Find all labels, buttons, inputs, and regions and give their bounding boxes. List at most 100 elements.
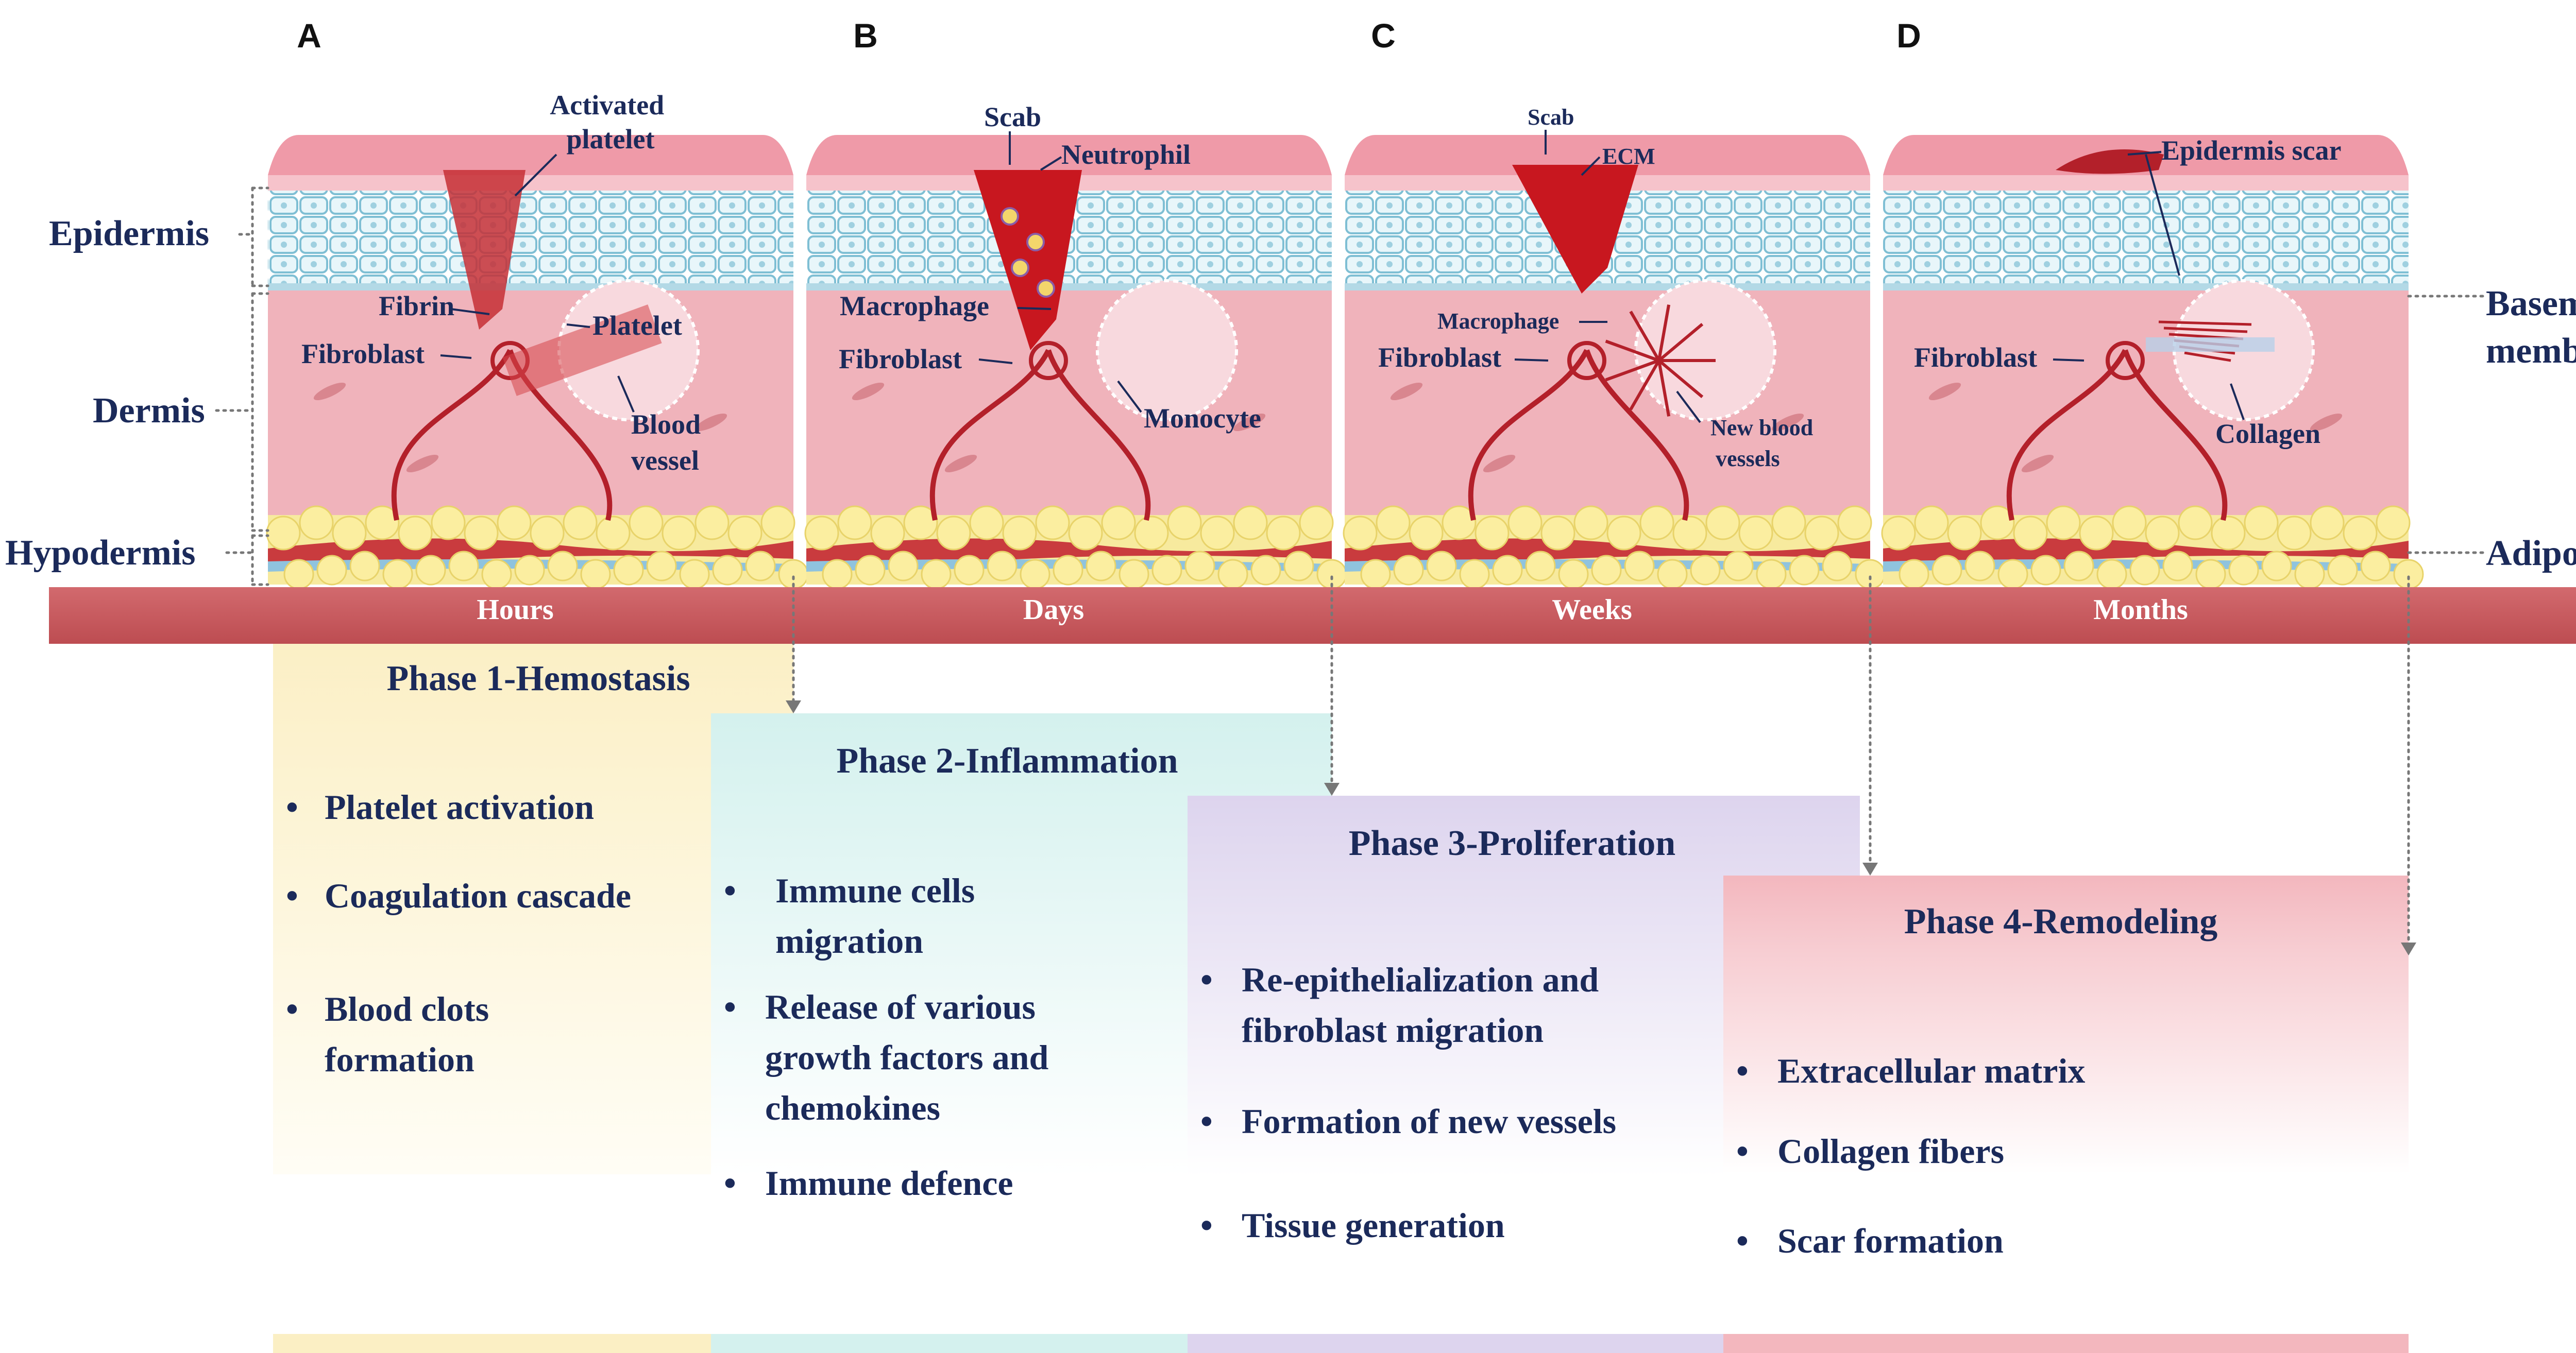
panel-d-callouts: Epidermis scar Fibroblast Collagen <box>1914 135 2341 449</box>
label-new-blood-vessels: New blood vessels <box>1710 415 1819 471</box>
adipocyte-cell <box>2343 516 2378 551</box>
bullet-marker: • <box>724 871 736 910</box>
adipocyte-cell <box>481 559 512 590</box>
adipocyte-cell <box>646 551 677 581</box>
label-fibroblast-b: Fibroblast <box>839 344 962 374</box>
new-vessel <box>1658 359 1704 399</box>
adipocyte-cell <box>464 516 499 551</box>
phase-4-box <box>1723 876 2409 1174</box>
adipocyte-cell <box>1343 516 1378 551</box>
dermal-vessel <box>1468 349 1589 521</box>
phase-1-bullet-1: Platelet activation <box>325 787 594 827</box>
adipocyte-cell <box>1657 559 1688 590</box>
adipocyte-cell <box>1525 551 1556 581</box>
adipocyte-cell <box>2360 551 2391 581</box>
bottom-strip-4 <box>1723 1334 2409 1353</box>
fibroblast-cell <box>944 455 977 472</box>
adipocyte-cell <box>2261 551 2292 581</box>
adipocyte-cell <box>2228 555 2259 586</box>
adipocyte-cell <box>1459 559 1490 590</box>
adipocyte-cell <box>497 505 532 540</box>
adipocyte-cell <box>1899 559 1929 590</box>
connector-arrowhead-4 <box>2401 943 2416 955</box>
adipocyte-cell <box>745 551 776 581</box>
adipocyte-cell <box>1606 516 1641 551</box>
adipocyte-cell <box>514 555 545 586</box>
label-neutrophil: Neutrophil <box>1061 139 1191 170</box>
panel-letter-b: B <box>853 16 878 55</box>
phase-1-box <box>273 628 793 1174</box>
adipocyte-cell <box>1558 559 1589 590</box>
adipocyte-cell <box>382 559 413 590</box>
adipocyte-cell <box>1053 555 1083 586</box>
phase-2-bullet-3: Immune defence <box>765 1163 1013 1203</box>
adipocyte-cell <box>1134 516 1169 551</box>
fibroblast-cell <box>406 455 439 472</box>
phase-boxes <box>273 628 2409 1353</box>
adipocyte-cell <box>2195 559 2226 590</box>
connector-arrowhead-1 <box>786 700 801 713</box>
adipocyte-cell <box>2079 516 2114 551</box>
adipocyte-cell <box>1914 505 1949 540</box>
phase-1-title: Phase 1-Hemostasis <box>386 659 690 698</box>
skin-surface-band <box>268 175 793 191</box>
adipocyte-cell <box>1672 516 1707 551</box>
adipocyte-cell <box>1299 505 1334 540</box>
adipocyte-cell <box>530 516 565 551</box>
adipocyte-cell <box>855 555 886 586</box>
fibroblast-cell <box>1483 455 1516 472</box>
adipocyte-cell <box>283 559 314 590</box>
epidermis-layer <box>1883 191 2409 288</box>
bullet-marker: • <box>1200 960 1213 999</box>
vessel-loop <box>1029 341 1068 380</box>
label-epidermis-scar: Epidermis scar <box>2161 135 2341 166</box>
adipocyte-cell <box>2327 555 2358 586</box>
adipocyte-cell <box>1151 555 1182 586</box>
adipocyte-cell <box>2244 505 2279 540</box>
timeline-arrow <box>49 587 2576 644</box>
bullet-marker: • <box>1200 1206 1213 1245</box>
adipocyte-cell <box>1167 505 1202 540</box>
phase-3-bullet-3: Tissue generation <box>1242 1206 1505 1245</box>
phase-2-bullet-2: Release of various growth factors and ch… <box>765 987 1057 1127</box>
adipocyte-cell <box>903 505 938 540</box>
label-platelet: Platelet <box>592 310 682 341</box>
phase-2-bullet-1: Immune cells migration <box>775 871 984 961</box>
layer-brackets <box>215 186 269 586</box>
panel-c-callouts: Scab ECM Macrophage Fibroblast New blood… <box>1378 105 1819 471</box>
time-label-hours: Hours <box>477 594 553 626</box>
basement-membrane-band <box>806 283 1332 290</box>
label-scab-b: Scab <box>984 101 1041 132</box>
adipocyte-cell <box>1964 551 1995 581</box>
bullet-marker: • <box>286 989 298 1029</box>
adipocyte-cell <box>1705 505 1740 540</box>
adipocyte-cell <box>1931 555 1962 586</box>
adipocyte-cell <box>1690 555 1721 586</box>
adipocyte-cell <box>936 516 971 551</box>
bottom-strip-3 <box>1188 1334 1723 1353</box>
adipocyte-cell <box>431 505 466 540</box>
adipocyte-cell <box>547 551 578 581</box>
adipocyte-cell <box>1756 559 1787 590</box>
adipocyte-cell <box>2112 505 2147 540</box>
adipocyte-cell <box>613 555 644 586</box>
adipocyte-cell <box>1573 505 1608 540</box>
adipocyte-cell <box>596 516 631 551</box>
adipocyte-cell <box>760 505 795 540</box>
adipocyte-cell <box>629 505 664 540</box>
connector-arrowhead-2 <box>1324 783 1340 796</box>
label-ecm: ECM <box>1602 144 1655 169</box>
adipocyte-cell <box>987 551 1018 581</box>
panel-a-callouts: Activated platelet Fibrin Platelet Fibro… <box>301 90 701 476</box>
adipocyte-cell <box>1789 555 1820 586</box>
adipocyte-cell <box>804 516 839 551</box>
inset-basement-band <box>2146 337 2275 352</box>
fibroblast-cell <box>313 383 346 400</box>
adipocyte-cell <box>921 559 952 590</box>
bullet-marker: • <box>1736 1051 1749 1090</box>
time-label-weeks: Weeks <box>1552 594 1632 626</box>
adipocyte-cell <box>1475 516 1510 551</box>
adipocyte-cell <box>1881 516 1916 551</box>
fibroblast-cell <box>1771 414 1804 431</box>
adipocyte-cell <box>954 555 985 586</box>
